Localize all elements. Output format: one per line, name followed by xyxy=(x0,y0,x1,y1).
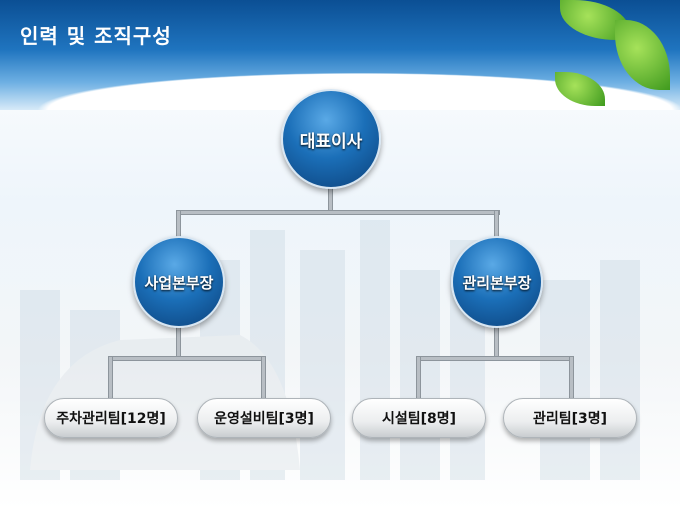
node-management-division: 관리본부장 xyxy=(451,236,543,328)
connector xyxy=(416,356,574,361)
city-background xyxy=(20,220,640,480)
team-facilities: 시설팀[8명] xyxy=(352,398,486,438)
node-ceo: 대표이사 xyxy=(281,89,381,189)
slide-title: 인력 및 조직구성 xyxy=(20,24,172,48)
team-parking: 주차관리팀[12명] xyxy=(44,398,178,438)
connector xyxy=(108,356,266,361)
team-management: 관리팀[3명] xyxy=(503,398,637,438)
connector xyxy=(494,325,499,360)
connector xyxy=(176,325,181,360)
connector xyxy=(108,356,113,400)
node-business-division: 사업본부장 xyxy=(133,236,225,328)
connector xyxy=(176,210,500,215)
team-operations: 운영설비팀[3명] xyxy=(197,398,331,438)
connector xyxy=(416,356,421,400)
connector xyxy=(261,356,266,400)
connector xyxy=(569,356,574,400)
